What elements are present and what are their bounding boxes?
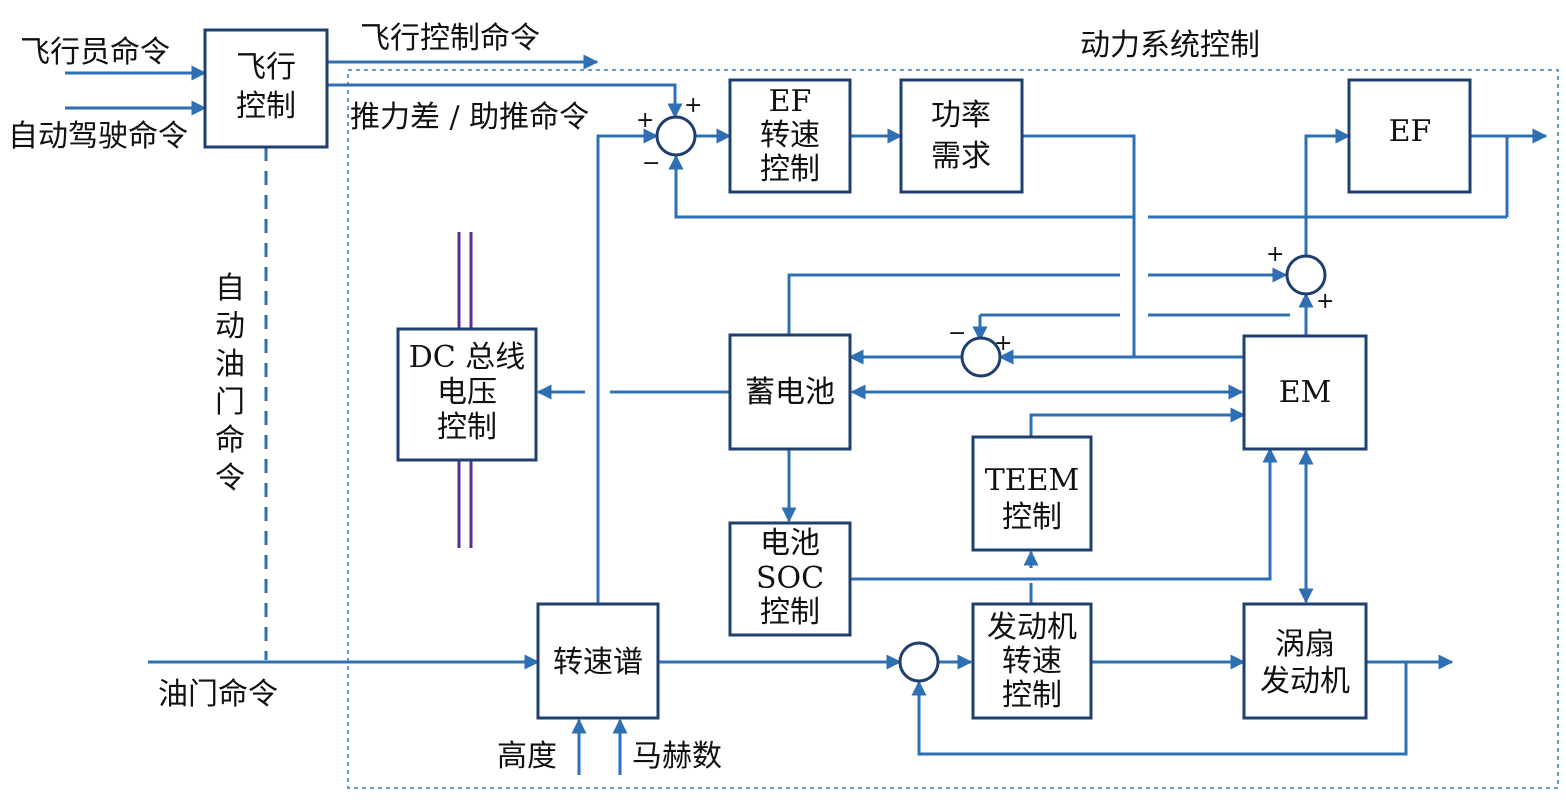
- svg-text:令: 令: [215, 461, 245, 496]
- svg-text:门: 门: [215, 385, 245, 420]
- label-mach-number: 马赫数: [632, 739, 722, 774]
- label-pilot-command: 飞行员命令: [20, 35, 170, 70]
- label-autopilot-command: 自动驾驶命令: [8, 119, 188, 154]
- block-dc-bus-line2: 电压: [437, 375, 497, 410]
- block-speed-map-label: 转速谱: [553, 645, 643, 680]
- sign-sum3-right: +: [994, 331, 1012, 356]
- sign-sum1-top: +: [684, 93, 702, 118]
- label-thrust-command: 推力差 / 助推命令: [350, 100, 589, 135]
- sign-sum2-bottom: +: [1316, 289, 1334, 314]
- block-ef-speed-line2: 转速: [760, 118, 820, 153]
- block-em-label: EM: [1279, 375, 1332, 410]
- svg-text:命: 命: [215, 423, 245, 458]
- block-flight-control-line2: 控制: [236, 89, 296, 124]
- block-engine-speed-line1: 发动机: [987, 610, 1077, 645]
- power-system-boundary: [347, 69, 1559, 789]
- label-power-system-control: 动力系统控制: [1080, 28, 1260, 63]
- sum-junction-ef-power: [1285, 254, 1327, 296]
- svg-text:油: 油: [215, 347, 245, 382]
- label-flight-control-command: 飞行控制命令: [360, 21, 540, 56]
- block-battery: 蓄电池: [728, 333, 852, 451]
- block-soc-line3: 控制: [760, 595, 820, 630]
- block-engine-speed-line2: 转速: [1002, 644, 1062, 679]
- block-dc-bus-line1: DC 总线: [409, 340, 526, 375]
- block-teem-control: TEEM 控制: [971, 435, 1093, 552]
- block-engine-speed-control: 发动机 转速 控制: [971, 602, 1093, 720]
- block-ef-speed-line1: EF: [769, 84, 812, 119]
- sum-junction-ef: [655, 115, 697, 157]
- block-power-demand-line2: 需求: [931, 139, 991, 174]
- connection-lines: [65, 54, 1548, 775]
- block-ef-speed-line3: 控制: [760, 152, 820, 187]
- block-soc-line2: SOC: [756, 561, 824, 596]
- block-ef-speed-control: EF 转速 控制: [728, 78, 852, 194]
- block-em: EM: [1242, 334, 1368, 451]
- sign-sum1-bottom: −: [642, 151, 660, 176]
- sum-junction-engine: [898, 641, 940, 683]
- block-power-demand: 功率 需求: [899, 78, 1024, 194]
- block-turbofan-line2: 发动机: [1260, 664, 1350, 699]
- label-throttle-command: 油门命令: [158, 677, 278, 712]
- sign-sum3-left: −: [948, 321, 966, 346]
- block-power-demand-line1: 功率: [931, 98, 991, 133]
- block-battery-soc-control: 电池 SOC 控制: [728, 521, 852, 637]
- block-soc-line1: 电池: [760, 526, 820, 561]
- block-flight-control: 飞行 控制: [203, 28, 329, 149]
- sign-sum1-left: +: [636, 108, 654, 133]
- label-altitude: 高度: [497, 739, 557, 774]
- block-dc-bus-line3: 控制: [437, 410, 497, 445]
- sign-sum2-top: +: [1266, 242, 1284, 267]
- block-dc-bus-voltage-control: DC 总线 电压 控制: [396, 327, 538, 462]
- block-teem-line1: TEEM: [985, 463, 1080, 498]
- block-flight-control-line1: 飞行: [236, 50, 296, 85]
- block-battery-label: 蓄电池: [745, 375, 835, 410]
- block-turbofan: 涡扇 发动机: [1242, 602, 1368, 720]
- svg-text:自: 自: [215, 271, 245, 306]
- block-turbofan-line1: 涡扇: [1275, 627, 1335, 662]
- svg-text:动: 动: [215, 309, 245, 344]
- block-ef: EF: [1347, 78, 1472, 194]
- sum-junction-battery: [960, 336, 1002, 378]
- block-ef-label: EF: [1389, 114, 1432, 149]
- block-speed-map: 转速谱: [536, 602, 660, 720]
- block-teem-line2: 控制: [1002, 500, 1062, 535]
- block-engine-speed-line3: 控制: [1002, 678, 1062, 713]
- label-auto-throttle-command: 自 动 油 门 命 令: [215, 271, 245, 496]
